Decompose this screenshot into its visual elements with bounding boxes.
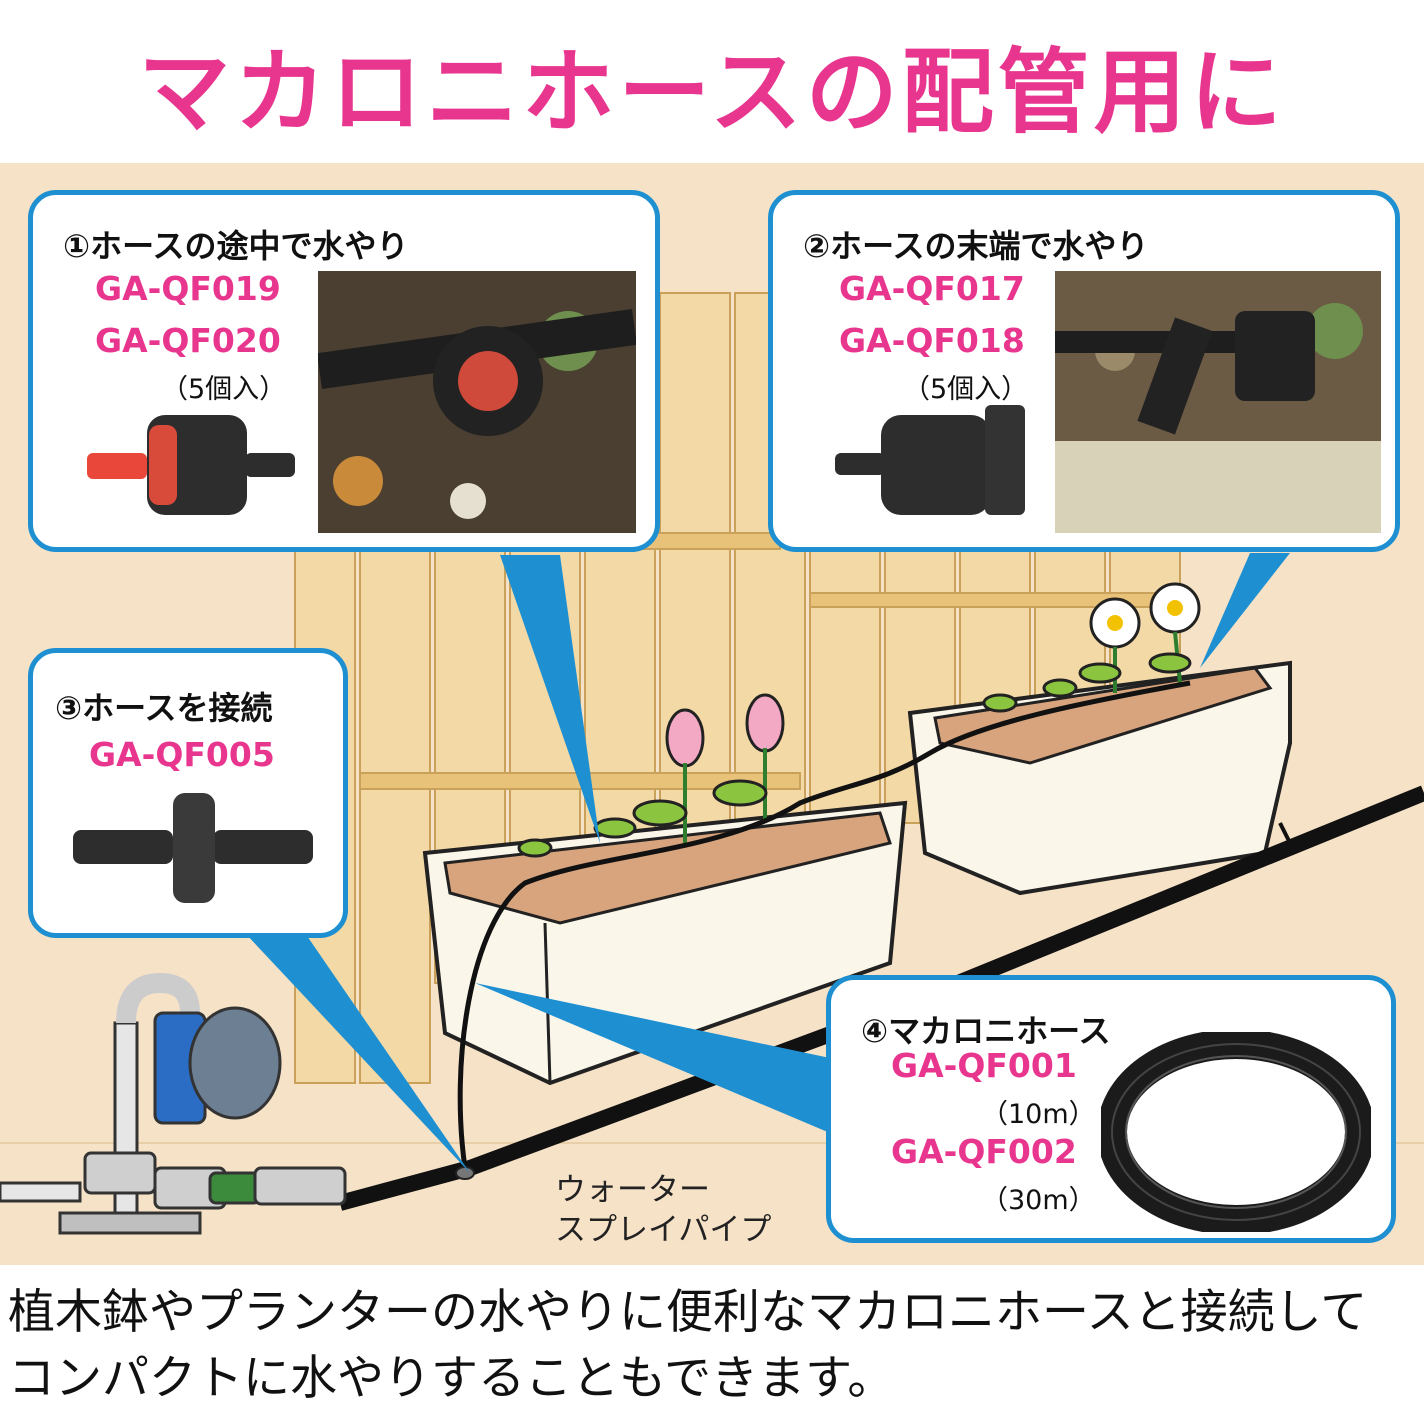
product-code: GA-QF002 [891,1132,1077,1171]
endline-dripper-photo [1055,271,1381,533]
callout-heading: ②ホースの末端で水やり [803,227,1149,265]
description-line1: 植木鉢やプランターの水やりに便利なマカロニホースと接続して [8,1285,1368,1340]
faucet-timer [0,972,347,1235]
callout-heading: ④マカロニホース [861,1012,1111,1050]
callout-heading: ①ホースの途中で水やり [63,227,409,265]
dripper-end-image [835,405,1025,515]
callout-endline-dripper: ②ホースの末端で水やり GA-QF017 GA-QF018 （5個入） [768,190,1400,552]
daisy-plants [982,582,1201,713]
product-code: GA-QF019 [95,269,281,308]
product-code: GA-QF017 [839,269,1025,308]
product-code: GA-QF005 [89,735,275,774]
description: 植木鉢やプランターの水やりに便利なマカロニホースと接続して コンパクトに水やりす… [8,1280,1418,1412]
callout-midline-dripper: ①ホースの途中で水やり GA-QF019 GA-QF020 （5個入） [28,190,660,552]
tulip-plants [517,693,785,858]
product-code: GA-QF001 [891,1046,1077,1085]
pipe-label: ウォーター スプレイパイプ [555,1170,771,1250]
connector-image [73,793,313,903]
hose-coil-image [1101,1032,1371,1232]
hose-length: （10m） [981,1099,1096,1130]
pipe-label-line1: ウォーター [555,1172,710,1208]
product-code: GA-QF018 [839,321,1025,360]
pack-quantity: （5個入） [161,374,287,405]
pipe-label-line2: スプレイパイプ [555,1212,772,1248]
dripper-inline-image [87,415,295,515]
callout-connector: ③ホースを接続 GA-QF005 [28,648,348,938]
product-code: GA-QF020 [95,321,281,360]
planter-left [422,800,908,1086]
callout-heading: ③ホースを接続 [55,689,273,727]
callout-macaroni-hose: ④マカロニホース GA-QF001 （10m） GA-QF002 （30m） [826,975,1396,1243]
description-line2: コンパクトに水やりすることもできます。 [8,1351,895,1406]
pack-quantity: （5個入） [903,374,1029,405]
page-title: マカロニホースの配管用に [138,39,1286,146]
hose-length: （30m） [981,1185,1096,1216]
midline-dripper-photo [318,271,636,533]
macaroni-hose [457,680,1191,1169]
water-spray-pipe [337,785,1424,1211]
